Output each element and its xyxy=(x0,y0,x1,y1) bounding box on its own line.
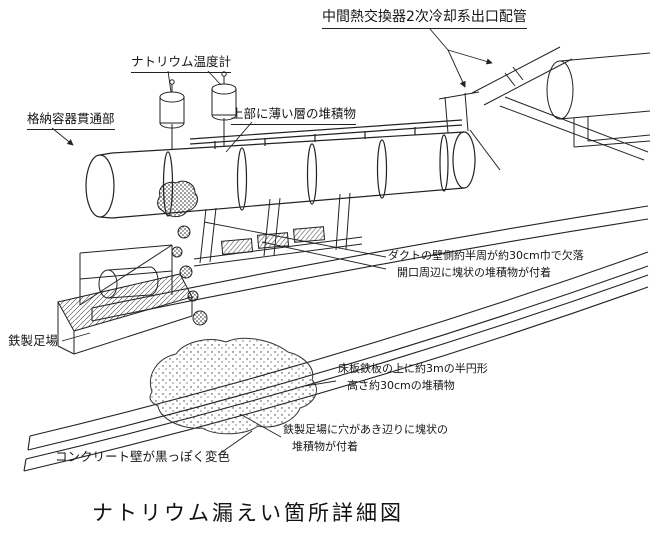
label-floor-deposit: 床板鉄板の上に約3mの半円形 高さ約30cmの堆積物 xyxy=(338,361,488,394)
sodium-thermometer-icons xyxy=(159,71,237,150)
diagram-title: ナトリウム漏えい箇所詳細図 xyxy=(92,501,404,525)
label-outlet-piping: 中間熱交換器2次冷却系出口配管 xyxy=(322,8,527,29)
leak-deposits-on-duct xyxy=(157,180,208,326)
label-duct-opening: ダクトの壁側約半周が約30cm巾で欠落 開口周辺に塊状の堆積物が付着 xyxy=(388,248,584,281)
outlet-piping-assembly xyxy=(438,46,650,171)
floor-deposit-blob xyxy=(149,337,317,435)
main-duct xyxy=(85,119,476,219)
label-containment-penetration: 格納容器貫通部 xyxy=(27,111,115,130)
label-floor-deposit-line2: 高さ約30cmの堆積物 xyxy=(347,378,455,392)
label-scaffold-hole-line2: 堆積物が付着 xyxy=(292,439,358,453)
label-scaffold-hole-line1: 鉄製足場に穴があき辺りに塊状の xyxy=(283,423,448,436)
grating-panels xyxy=(220,226,326,255)
floor-beams xyxy=(23,205,649,472)
label-scaffold-hole: 鉄製足場に穴があき辺りに塊状の 堆積物が付着 xyxy=(283,422,448,455)
label-concrete-discolored: コンクリート壁が黒っぽく変色 xyxy=(55,449,231,464)
label-floor-deposit-line1: 床板鉄板の上に約3mの半円形 xyxy=(338,362,488,375)
label-steel-scaffold: 鉄製足場 xyxy=(8,333,59,348)
duct-supports xyxy=(193,192,363,267)
label-duct-opening-line2: 開口周辺に塊状の堆積物が付着 xyxy=(397,265,551,279)
leader-lines xyxy=(51,28,493,453)
label-thin-deposit-top: 上部に薄い層の堆積物 xyxy=(231,106,357,125)
left-scaffold xyxy=(57,244,193,355)
label-sodium-thermometer: ナトリウム温度計 xyxy=(131,54,232,73)
label-duct-opening-line1: ダクトの壁側約半周が約30cm巾で欠落 xyxy=(388,249,584,262)
